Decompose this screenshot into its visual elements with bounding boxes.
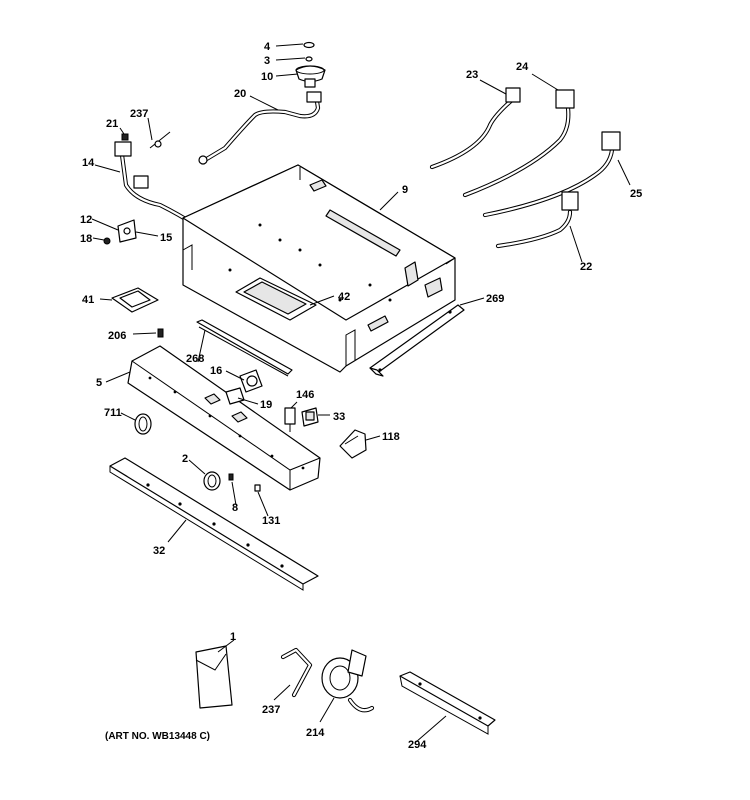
part-32-trim: [109, 457, 319, 591]
part-20-burner-tube: [198, 91, 322, 165]
part-19-clip: [225, 387, 245, 405]
part-24-burner-tube: [462, 89, 575, 198]
callout-5: 5: [96, 377, 102, 389]
callout-294: 294: [408, 739, 427, 751]
part-214-regulator: [321, 649, 375, 713]
callout-22: 22: [580, 261, 592, 273]
part-131-screw: [254, 484, 261, 492]
part-12-bracket: [117, 219, 137, 243]
art-number-label: (ART NO. WB13448 C): [105, 731, 211, 742]
part-206-screw: [157, 328, 164, 338]
callout-131: 131: [262, 515, 280, 527]
callout-214: 214: [306, 727, 325, 739]
part-294-bracket: [399, 671, 496, 735]
part-33-switch: [301, 407, 319, 427]
callout-9: 9: [402, 184, 408, 196]
part-268-strip: [196, 319, 293, 377]
callout-711: 711: [104, 407, 122, 419]
callout-268: 268: [186, 353, 204, 365]
part-41-gasket: [111, 287, 159, 313]
callout-10: 10: [261, 71, 273, 83]
callout-23: 23: [466, 69, 478, 81]
callout-237-bottom: 237: [262, 704, 280, 716]
callout-19: 19: [260, 399, 272, 411]
part-2-knob: [203, 471, 221, 491]
part-3-screw: [305, 56, 313, 62]
part-23-burner-tube: [429, 87, 521, 170]
part-4-washer: [303, 41, 315, 49]
callout-labels: 4 3 10 20 237 21 14 12 18 15 41 206 5 9 …: [80, 41, 642, 751]
callout-269: 269: [486, 293, 504, 305]
part-9-burner-box: [182, 164, 456, 373]
callout-42: 42: [338, 291, 350, 303]
part-25-burner-tube: [482, 131, 621, 218]
callout-8: 8: [232, 502, 238, 514]
part-1-literature: [195, 645, 233, 709]
part-118-module: [339, 429, 367, 459]
part-18-screw: [103, 237, 111, 245]
part-269-angle: [369, 304, 465, 377]
callout-118: 118: [382, 431, 400, 443]
callout-2: 2: [182, 453, 188, 465]
part-21-screw: [121, 133, 129, 141]
callout-21: 21: [106, 118, 118, 130]
part-237-hose: [280, 647, 313, 698]
callout-237-top: 237: [130, 108, 148, 120]
part-42-opening-plate: [235, 277, 317, 321]
callout-12: 12: [80, 214, 92, 226]
callout-14: 14: [82, 157, 95, 169]
callout-16: 16: [210, 365, 222, 377]
burner-cap-group: [295, 41, 326, 88]
callout-146: 146: [296, 389, 314, 401]
callout-1: 1: [230, 631, 236, 643]
callout-206: 206: [108, 330, 126, 342]
part-22-burner-tube: [495, 191, 579, 249]
callout-18: 18: [80, 233, 92, 245]
callout-4: 4: [264, 41, 271, 53]
callout-25: 25: [630, 188, 642, 200]
callout-33: 33: [333, 411, 345, 423]
leader-lines: [91, 43, 631, 743]
callout-20: 20: [234, 88, 246, 100]
part-146-switch: [284, 407, 296, 432]
part-16-valve: [239, 369, 263, 393]
callout-41: 41: [82, 294, 94, 306]
part-5-manifold-panel: [127, 345, 321, 491]
part-711-knob: [134, 413, 152, 435]
part-8-screw: [228, 473, 234, 481]
callout-15: 15: [160, 232, 172, 244]
callout-32: 32: [153, 545, 165, 557]
callout-3: 3: [264, 55, 270, 67]
callout-24: 24: [516, 61, 529, 73]
